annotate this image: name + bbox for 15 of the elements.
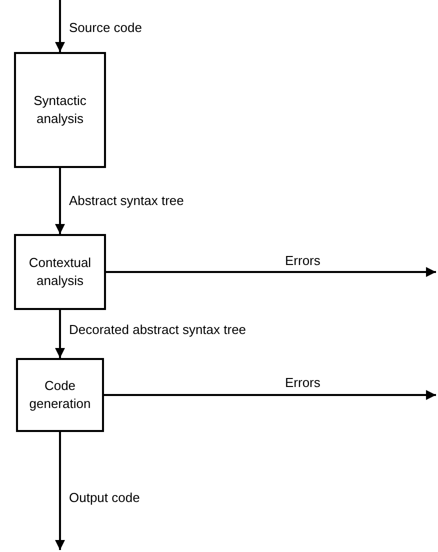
arrow — [104, 390, 436, 400]
arrow — [106, 267, 436, 277]
arrow — [55, 310, 65, 358]
edge-label: Decorated abstract syntax tree — [68, 322, 248, 338]
arrow — [55, 0, 65, 52]
box-label: Code generation — [28, 377, 92, 413]
arrow — [55, 168, 65, 234]
process-box — [14, 234, 106, 310]
edge-label: Output code — [68, 490, 141, 506]
box-label: Contextual analysis — [28, 254, 92, 290]
process-box — [14, 52, 106, 168]
process-box — [16, 358, 104, 432]
arrow — [55, 432, 65, 550]
box-label: Syntactic analysis — [32, 92, 88, 128]
edge-label: Abstract syntax tree — [68, 193, 185, 209]
